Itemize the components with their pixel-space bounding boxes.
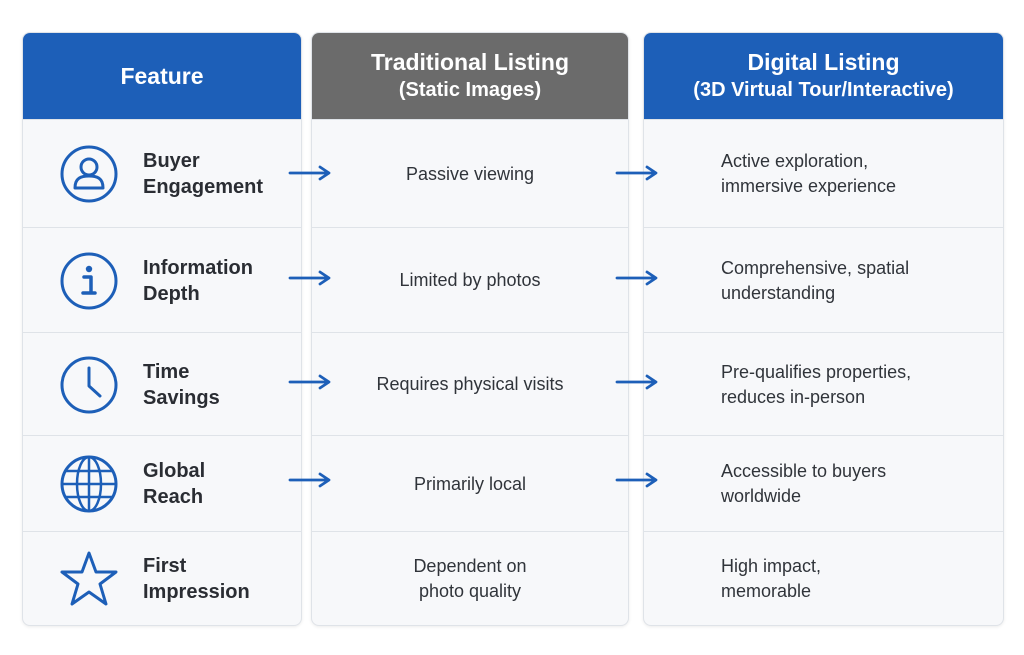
feature-header: Feature	[23, 33, 301, 119]
traditional-cell: Requires physical visits	[312, 332, 628, 436]
user-icon	[59, 144, 119, 204]
digital-cell-text: memorable	[721, 581, 812, 601]
feature-label-line: Buyer	[143, 150, 200, 172]
arrow-right-icon	[615, 374, 658, 390]
digital-header-title: Digital Listing	[747, 49, 900, 75]
feature-column: Feature Buyer Engagement Information Dep…	[22, 32, 302, 626]
feature-label: Time Savings	[143, 359, 293, 411]
feature-row-information-depth: Information Depth	[23, 227, 301, 333]
traditional-cell-text: Limited by photos	[399, 270, 541, 290]
feature-label: First Impression	[143, 553, 293, 605]
feature-label: Information Depth	[143, 255, 293, 307]
traditional-cell: Primarily local	[312, 435, 628, 532]
star-icon	[59, 549, 119, 609]
feature-label-line: Global	[143, 460, 206, 482]
digital-column: Digital Listing (3D Virtual Tour/Interac…	[643, 32, 1004, 626]
traditional-cell: Passive viewing	[312, 119, 628, 228]
digital-cell: Accessible to buyers worldwide	[644, 435, 1003, 532]
traditional-cell-text: Dependent on	[413, 556, 527, 576]
arrow-right-icon	[615, 472, 658, 488]
traditional-cell: Dependent on photo quality	[312, 531, 628, 625]
arrow-right-icon	[615, 165, 658, 181]
arrow-right-icon	[288, 270, 331, 286]
traditional-cell: Limited by photos	[312, 227, 628, 333]
clock-icon	[59, 355, 119, 415]
feature-row-global-reach: Global Reach	[23, 435, 301, 532]
feature-header-title: Feature	[120, 63, 204, 89]
digital-cell: Pre-qualifies properties, reduces in-per…	[644, 332, 1003, 436]
traditional-header-title: Traditional Listing	[370, 49, 570, 75]
arrow-right-icon	[615, 270, 658, 286]
feature-label: Buyer Engagement	[143, 148, 293, 200]
arrow-right-icon	[288, 165, 331, 181]
digital-cell-text: Accessible to buyers	[721, 461, 887, 481]
digital-header-subtitle: (3D Virtual Tour/Interactive)	[693, 79, 954, 101]
digital-cell-text: reduces in-person	[721, 386, 866, 407]
traditional-header: Traditional Listing (Static Images)	[312, 33, 628, 119]
feature-row-first-impression: First Impression	[23, 531, 301, 625]
feature-label-line: Impression	[143, 581, 250, 603]
digital-cell-text: High impact,	[721, 556, 822, 576]
traditional-cell-text: Passive viewing	[405, 163, 535, 184]
traditional-cell-text: Primarily local	[413, 473, 527, 494]
feature-label-line: Depth	[143, 282, 200, 305]
digital-cell-text: understanding	[721, 282, 836, 303]
info-icon	[59, 251, 119, 311]
feature-label-line: Savings	[143, 386, 220, 409]
traditional-cell-text: photo quality	[418, 581, 522, 601]
digital-cell: Active exploration, immersive experience	[644, 119, 1003, 228]
feature-row-buyer-engagement: Buyer Engagement	[23, 119, 301, 228]
digital-cell: Comprehensive, spatial understanding	[644, 227, 1003, 333]
digital-cell-text: immersive experience	[721, 176, 897, 196]
digital-cell-text: worldwide	[721, 486, 802, 506]
feature-label-line: Engagement	[143, 176, 264, 198]
digital-cell-text: Active exploration,	[721, 151, 869, 171]
traditional-column: Traditional Listing (Static Images) Pass…	[311, 32, 629, 626]
feature-label-line: Reach	[143, 486, 204, 508]
traditional-header-subtitle: (Static Images)	[398, 79, 542, 101]
feature-label: Global Reach	[143, 458, 293, 510]
digital-cell: High impact, memorable	[644, 531, 1003, 625]
arrow-right-icon	[288, 472, 331, 488]
digital-cell-text: Pre-qualifies properties,	[721, 361, 912, 382]
feature-label-line: Time	[143, 360, 190, 383]
digital-header: Digital Listing (3D Virtual Tour/Interac…	[644, 33, 1003, 119]
feature-label-line: First	[143, 555, 187, 577]
traditional-cell-text: Requires physical visits	[376, 374, 564, 394]
digital-cell-text: Comprehensive, spatial	[721, 257, 910, 278]
feature-row-time-savings: Time Savings	[23, 332, 301, 436]
globe-icon	[59, 454, 119, 514]
feature-label-line: Information	[143, 256, 253, 279]
arrow-right-icon	[288, 374, 331, 390]
